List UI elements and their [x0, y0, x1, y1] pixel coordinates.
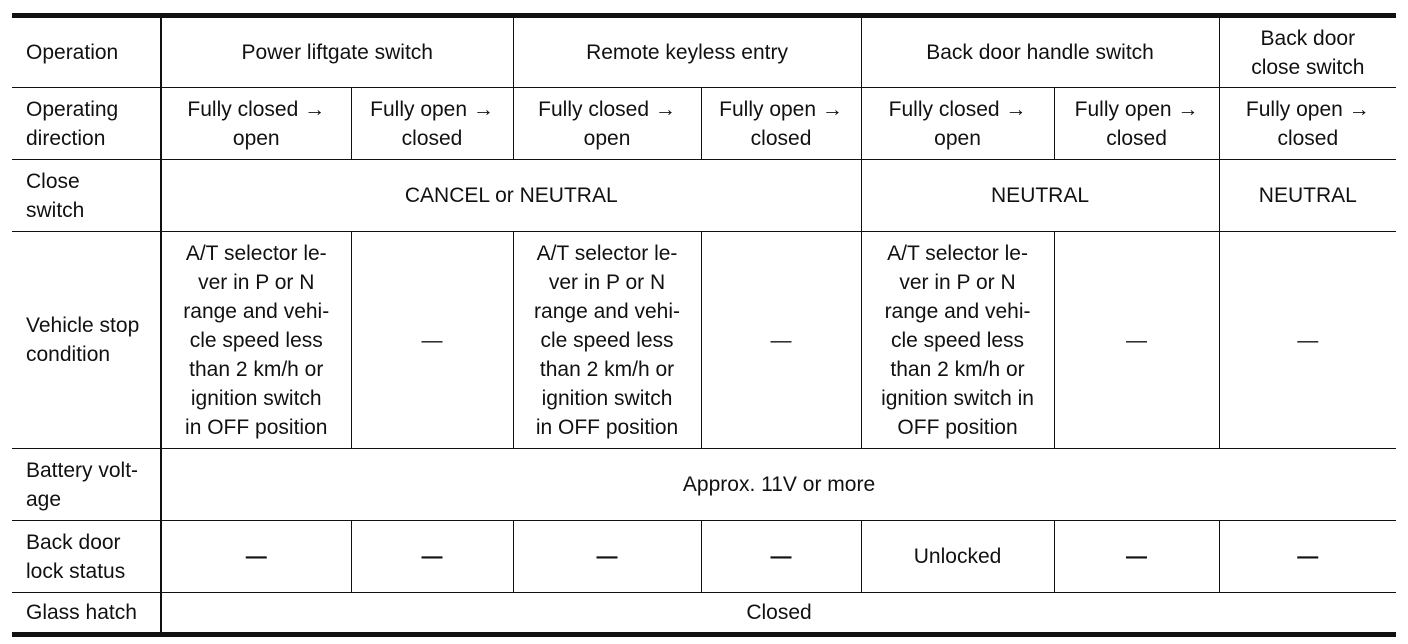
lock-status-unlocked: Unlocked: [860, 520, 1055, 593]
battery-voltage-row: Battery volt- age Approx. 11V or more: [12, 448, 1397, 521]
glass-hatch-label: Glass hatch: [12, 592, 162, 635]
lock-status-cell: —: [160, 520, 352, 593]
vehicle-stop-handle-open: A/T selector le- ver in P or N range and…: [860, 231, 1055, 449]
operating-direction-row: Operating direction Fully closed → open …: [12, 87, 1397, 160]
glass-hatch-value: Closed: [160, 592, 1397, 635]
battery-voltage-label: Battery volt- age: [12, 448, 162, 521]
close-switch-label: Close switch: [12, 159, 162, 232]
lock-status-cell: —: [700, 520, 862, 593]
vehicle-stop-label: Vehicle stop condition: [12, 231, 162, 449]
vehicle-stop-power-liftgate-open: A/T selector le- ver in P or N range and…: [160, 231, 352, 449]
close-switch-row: Close switch CANCEL or NEUTRAL NEUTRAL N…: [12, 159, 1397, 232]
header-power-liftgate-switch: Power liftgate switch: [160, 15, 514, 88]
direction-cell: Fully closed → open: [160, 87, 352, 160]
vehicle-stop-dash: —: [1053, 231, 1220, 449]
operating-direction-label: Operating direction: [12, 87, 162, 160]
direction-cell: Fully closed → open: [512, 87, 702, 160]
header-back-door-close-switch: Back door close switch: [1218, 15, 1397, 88]
header-remote-keyless-entry: Remote keyless entry: [512, 15, 862, 88]
vehicle-stop-dash: —: [700, 231, 862, 449]
direction-cell: Fully open → closed: [1218, 87, 1397, 160]
lock-status-cell: —: [1053, 520, 1220, 593]
glass-hatch-row: Glass hatch Closed: [12, 592, 1397, 635]
direction-cell: Fully open → closed: [1053, 87, 1220, 160]
lock-status-row: Back door lock status — — — — Unlocked —…: [12, 520, 1397, 593]
vehicle-stop-row: Vehicle stop condition A/T selector le- …: [12, 231, 1397, 449]
spec-table-container: Operation Power liftgate switch Remote k…: [12, 13, 1397, 637]
lock-status-label: Back door lock status: [12, 520, 162, 593]
close-switch-neutral-handle: NEUTRAL: [860, 159, 1220, 232]
operation-conditions-table: Operation Power liftgate switch Remote k…: [12, 13, 1397, 637]
close-switch-cancel-or-neutral: CANCEL or NEUTRAL: [160, 159, 862, 232]
lock-status-cell: —: [1218, 520, 1397, 593]
header-row: Operation Power liftgate switch Remote k…: [12, 15, 1397, 88]
vehicle-stop-dash: —: [350, 231, 514, 449]
header-operation: Operation: [12, 15, 162, 88]
vehicle-stop-remote-keyless-open: A/T selector le- ver in P or N range and…: [512, 231, 702, 449]
header-back-door-handle-switch: Back door handle switch: [860, 15, 1220, 88]
battery-voltage-value: Approx. 11V or more: [160, 448, 1397, 521]
vehicle-stop-dash: —: [1218, 231, 1397, 449]
direction-cell: Fully open → closed: [700, 87, 862, 160]
direction-cell: Fully closed → open: [860, 87, 1055, 160]
direction-cell: Fully open → closed: [350, 87, 514, 160]
lock-status-cell: —: [350, 520, 514, 593]
lock-status-cell: —: [512, 520, 702, 593]
close-switch-neutral-close: NEUTRAL: [1218, 159, 1397, 232]
